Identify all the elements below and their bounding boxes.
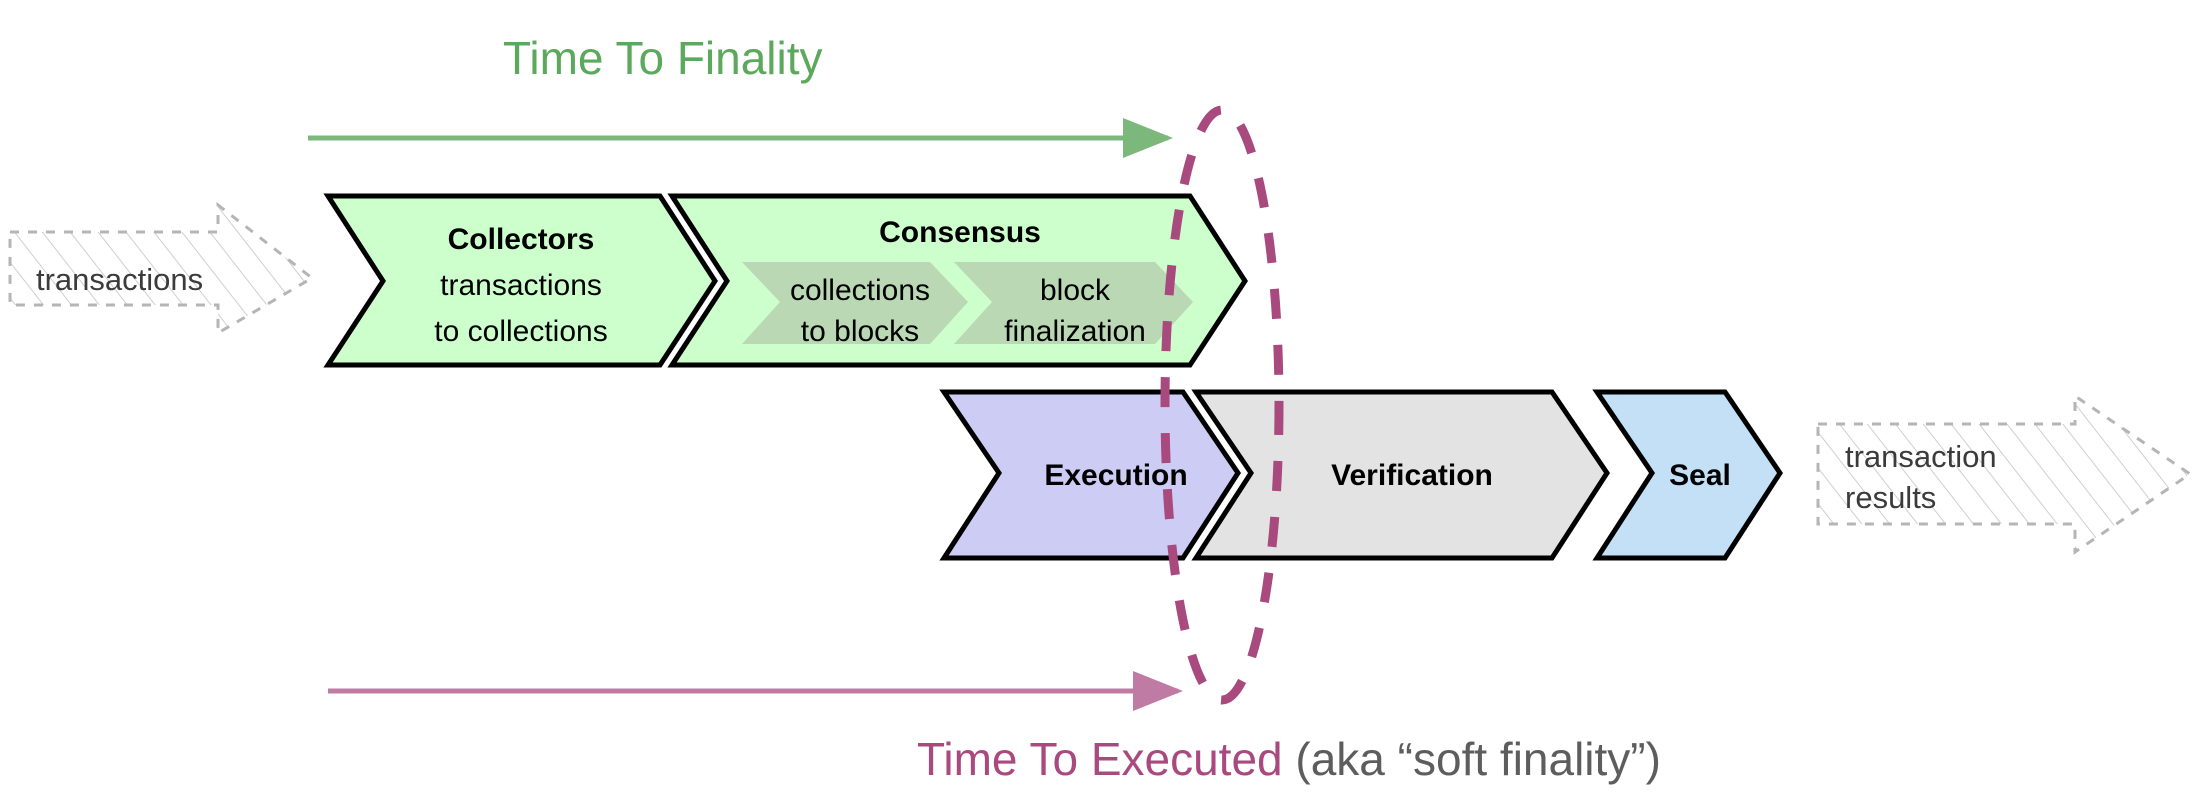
stage-consensus-title: Consensus bbox=[879, 216, 1041, 249]
stage-execution[interactable]: Execution bbox=[939, 389, 1241, 561]
consensus-substep-1-shape bbox=[742, 262, 968, 344]
stage-seal-shape bbox=[1592, 389, 1783, 561]
stage-seal[interactable]: Seal bbox=[1592, 389, 1783, 561]
stage-collectors-title: Collectors bbox=[448, 223, 595, 256]
stage-collectors-subtitle-line2: to collections bbox=[434, 315, 607, 348]
output-transaction-results-line1: transaction bbox=[1845, 439, 1997, 474]
consensus-substep-collections-to-blocks[interactable]: collections to blocks bbox=[742, 262, 968, 348]
time-to-executed-title-suffix: (aka “soft finality”) bbox=[1283, 733, 1661, 785]
consensus-substep-2-line2: finalization bbox=[1004, 315, 1146, 348]
consensus-substep-2-shape bbox=[954, 262, 1193, 344]
stage-verification-title: Verification bbox=[1331, 459, 1493, 492]
stage-collectors-shape bbox=[323, 193, 718, 368]
consensus-substep-1-line2: to blocks bbox=[801, 315, 919, 348]
stage-collectors-subtitle-line1: transactions bbox=[440, 269, 602, 302]
stage-execution-title: Execution bbox=[1044, 459, 1187, 492]
output-transaction-results: transaction results bbox=[1816, 393, 2193, 555]
stage-consensus[interactable]: Consensus collections to blocks block fi… bbox=[667, 193, 1248, 368]
time-to-executed-title: Time To Executed (aka “soft finality”) bbox=[917, 733, 1661, 785]
stage-collectors[interactable]: Collectors transactions to collections bbox=[323, 193, 718, 368]
consensus-substep-1-line1: collections bbox=[790, 274, 930, 307]
dashed-ellipse-marker bbox=[1160, 105, 1284, 705]
input-transactions: transactions bbox=[8, 201, 315, 336]
time-to-finality-title: Time To Finality bbox=[503, 32, 823, 84]
stage-verification[interactable]: Verification bbox=[1191, 389, 1610, 561]
time-to-executed-title-main: Time To Executed bbox=[917, 733, 1283, 785]
stage-seal-title: Seal bbox=[1669, 459, 1731, 492]
input-transactions-label: transactions bbox=[36, 262, 203, 297]
output-transaction-results-line2: results bbox=[1845, 480, 1936, 515]
dashed-hatched-arrow-icon bbox=[1816, 393, 2193, 555]
consensus-substep-2-line1: block bbox=[1040, 274, 1111, 307]
stage-verification-shape bbox=[1191, 389, 1610, 561]
consensus-substep-block-finalization[interactable]: block finalization bbox=[954, 262, 1193, 348]
dashed-hatched-arrow-icon bbox=[8, 201, 315, 336]
